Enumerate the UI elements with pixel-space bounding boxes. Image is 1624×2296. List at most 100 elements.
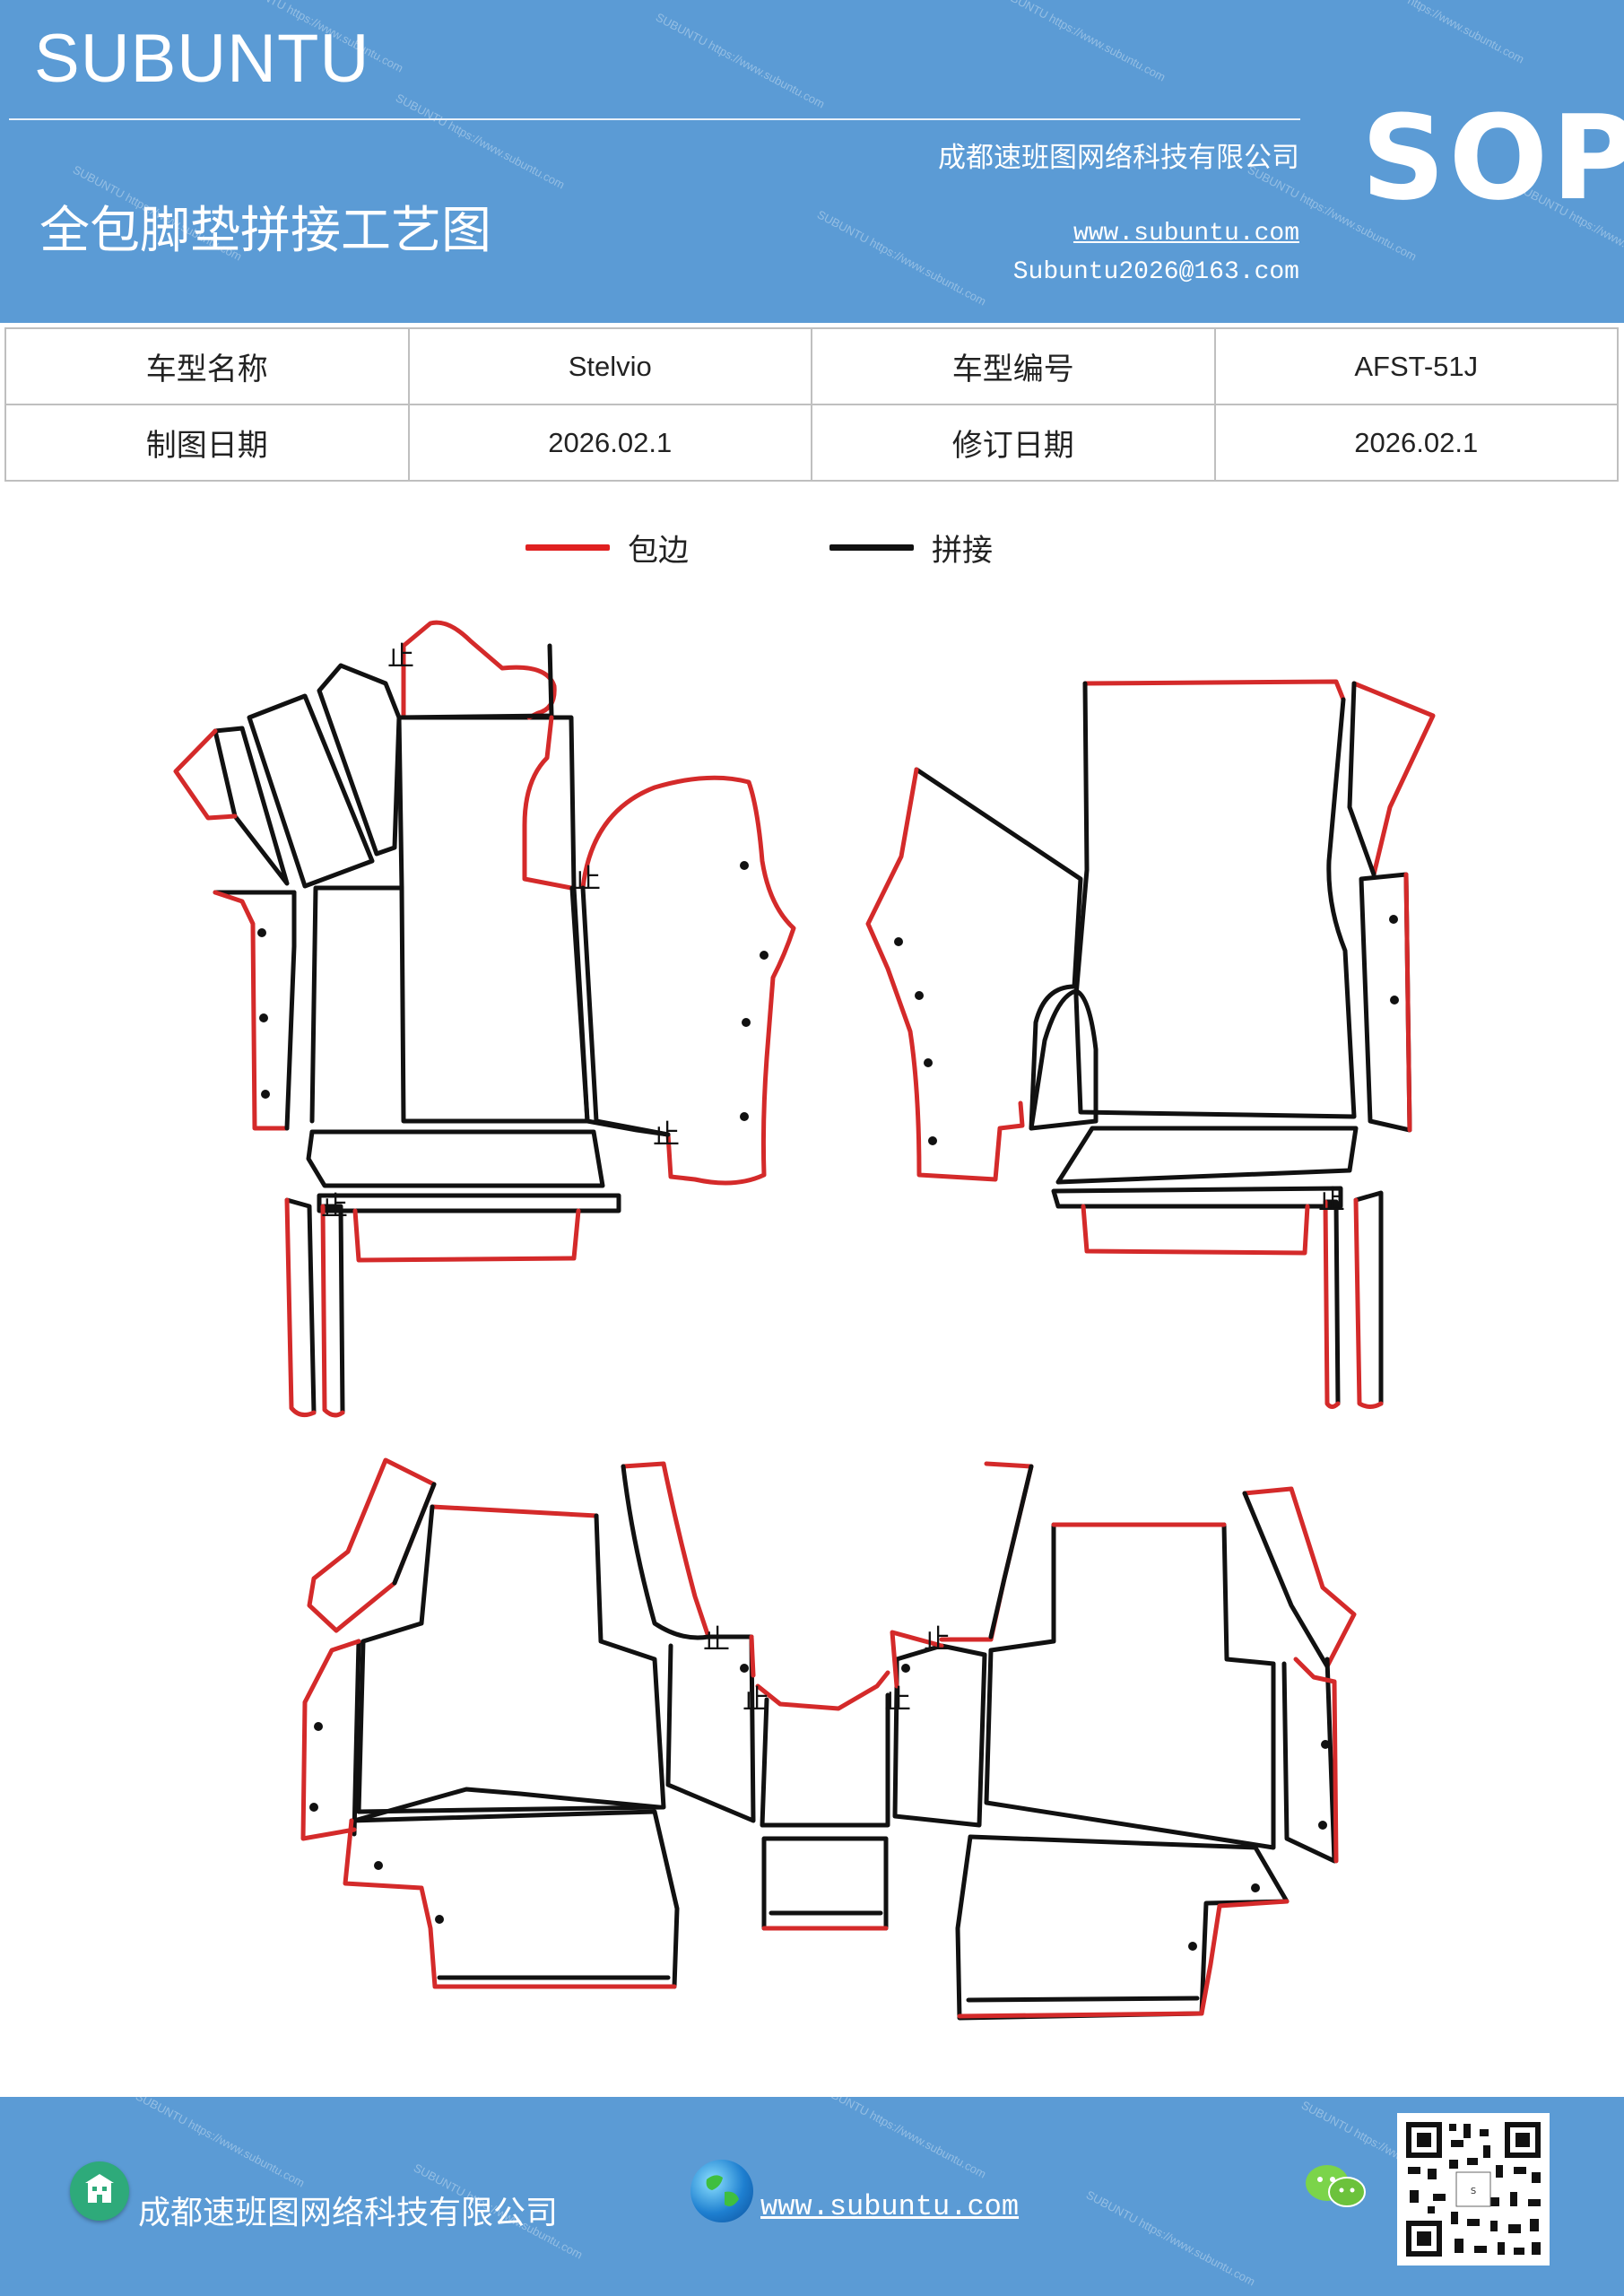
value-revise-date: 2026.02.1	[1213, 404, 1619, 482]
mat-piece	[356, 1504, 666, 1814]
mat-piece	[865, 767, 1025, 1182]
label-draw-date: 制图日期	[4, 404, 410, 482]
mat-piece	[522, 715, 574, 891]
label-model-code: 车型编号	[811, 327, 1216, 405]
globe-icon	[690, 2160, 753, 2222]
mat-piece	[1029, 984, 1077, 1131]
rear-mat-group	[300, 1457, 1357, 2021]
snap-dots	[257, 861, 1399, 1951]
mat-piece	[621, 1461, 711, 1639]
legend-edge-swatch	[525, 544, 610, 551]
mat-piece	[749, 1634, 756, 1678]
mat-piece	[396, 715, 590, 1124]
table-row: 制图日期 2026.02.1 修订日期 2026.02.1	[4, 404, 1619, 482]
joint-mark: 止	[743, 1684, 769, 1716]
mat-piece	[988, 1464, 1034, 1639]
brand-logo-text: SUBUNTU	[34, 21, 370, 97]
mat-piece	[1359, 872, 1412, 1133]
mat-piece	[580, 885, 671, 1137]
mat-piece	[1323, 1199, 1341, 1406]
footer-website-link[interactable]: www.subuntu.com	[760, 2190, 1020, 2223]
vehicle-info-table: 车型名称 Stelvio 车型编号 AFST-51J 制图日期 2026.02.…	[4, 327, 1619, 482]
front-left-mat-group	[173, 620, 796, 1418]
wechat-icon[interactable]	[1300, 2160, 1372, 2213]
mat-piece	[309, 885, 404, 1124]
mat-piece	[1403, 872, 1412, 1133]
mat-piece	[1055, 1126, 1359, 1185]
mat-piece	[320, 1204, 345, 1415]
mat-piece	[173, 728, 238, 821]
mat-piece	[352, 1639, 361, 1837]
mat-piece	[1353, 1197, 1384, 1409]
floor-mat-diagram: 止 止 止 止 止 止 止 止 止	[173, 620, 1436, 2021]
legend-edge-label: 包边	[628, 532, 689, 569]
value-draw-date: 2026.02.1	[407, 404, 812, 482]
mat-piece	[284, 1197, 317, 1415]
joint-mark: 止	[574, 864, 601, 895]
mat-piece	[1242, 1491, 1330, 1669]
mat-piece	[352, 1787, 662, 1823]
mat-piece	[430, 1504, 599, 1518]
joint-mark: 止	[321, 1191, 348, 1222]
legend-seam-swatch	[829, 544, 914, 551]
mat-piece	[665, 1634, 756, 1823]
mat-piece	[300, 1639, 361, 1841]
svg-text:S: S	[1471, 2187, 1476, 2196]
mat-piece	[401, 620, 557, 720]
mat-piece	[349, 1809, 680, 1989]
mat-piece	[396, 643, 554, 720]
mat-piece	[1051, 1186, 1343, 1209]
mat-piece	[939, 1461, 1034, 1642]
mat-piece	[1293, 1657, 1339, 1864]
mat-piece	[580, 775, 796, 1186]
mat-piece	[760, 1692, 890, 1828]
mat-piece	[213, 726, 290, 886]
mat-piece	[755, 1670, 890, 1711]
mat-piece	[914, 767, 1083, 989]
mat-piece	[317, 1193, 621, 1213]
mat-piece	[320, 1204, 345, 1418]
mat-piece	[890, 1630, 944, 1689]
joint-mark: 止	[703, 1624, 730, 1656]
joint-mark: 止	[924, 1624, 951, 1656]
header-email[interactable]: Subuntu2026@163.com	[1012, 258, 1299, 286]
mat-piece	[284, 890, 297, 1131]
mat-piece	[307, 1457, 437, 1633]
legend-edge: 包边	[525, 525, 689, 570]
mat-piece	[1073, 681, 1357, 1119]
mat-piece	[1082, 679, 1346, 702]
label-model-name: 车型名称	[4, 327, 410, 405]
page-title: 全包脚垫拼接工艺图	[39, 202, 491, 260]
mat-piece	[306, 1129, 605, 1188]
joint-mark: 止	[1318, 1185, 1345, 1216]
mat-piece	[1347, 681, 1376, 877]
mat-piece	[892, 1643, 987, 1828]
label-revise-date: 修订日期	[811, 404, 1216, 482]
legend-seam: 拼接	[829, 525, 993, 570]
value-model-name: Stelvio	[407, 327, 812, 405]
mat-piece	[213, 890, 290, 1131]
qr-code[interactable]: S	[1397, 2113, 1550, 2266]
joint-mark: 止	[387, 641, 414, 673]
mat-piece	[1351, 681, 1436, 877]
mat-piece	[343, 1818, 677, 1989]
mat-piece	[1242, 1486, 1357, 1669]
joint-mark: 止	[653, 1119, 680, 1151]
mat-piece	[1029, 988, 1099, 1131]
footer-banner: SUBUNTU https://www.subuntu.com SUBUNTU …	[0, 2080, 1624, 2296]
mat-piece	[247, 693, 375, 889]
mat-piece	[957, 1899, 1290, 2019]
value-model-code: AFST-51J	[1213, 327, 1619, 405]
building-icon	[70, 2161, 129, 2221]
header-divider	[9, 118, 1300, 120]
header-banner: SUBUNTU https://www.subuntu.com SUBUNTU …	[0, 0, 1624, 323]
mat-piece	[621, 1464, 711, 1640]
mat-piece	[1281, 1657, 1337, 1864]
mat-piece	[966, 1996, 1200, 2003]
mat-piece	[1081, 1204, 1310, 1256]
mat-piece	[984, 1522, 1276, 1850]
header-website-link[interactable]: www.subuntu.com	[1073, 220, 1299, 248]
mat-piece	[392, 1482, 437, 1586]
sop-label: SOP	[1361, 90, 1624, 226]
joint-mark: 止	[884, 1684, 911, 1716]
